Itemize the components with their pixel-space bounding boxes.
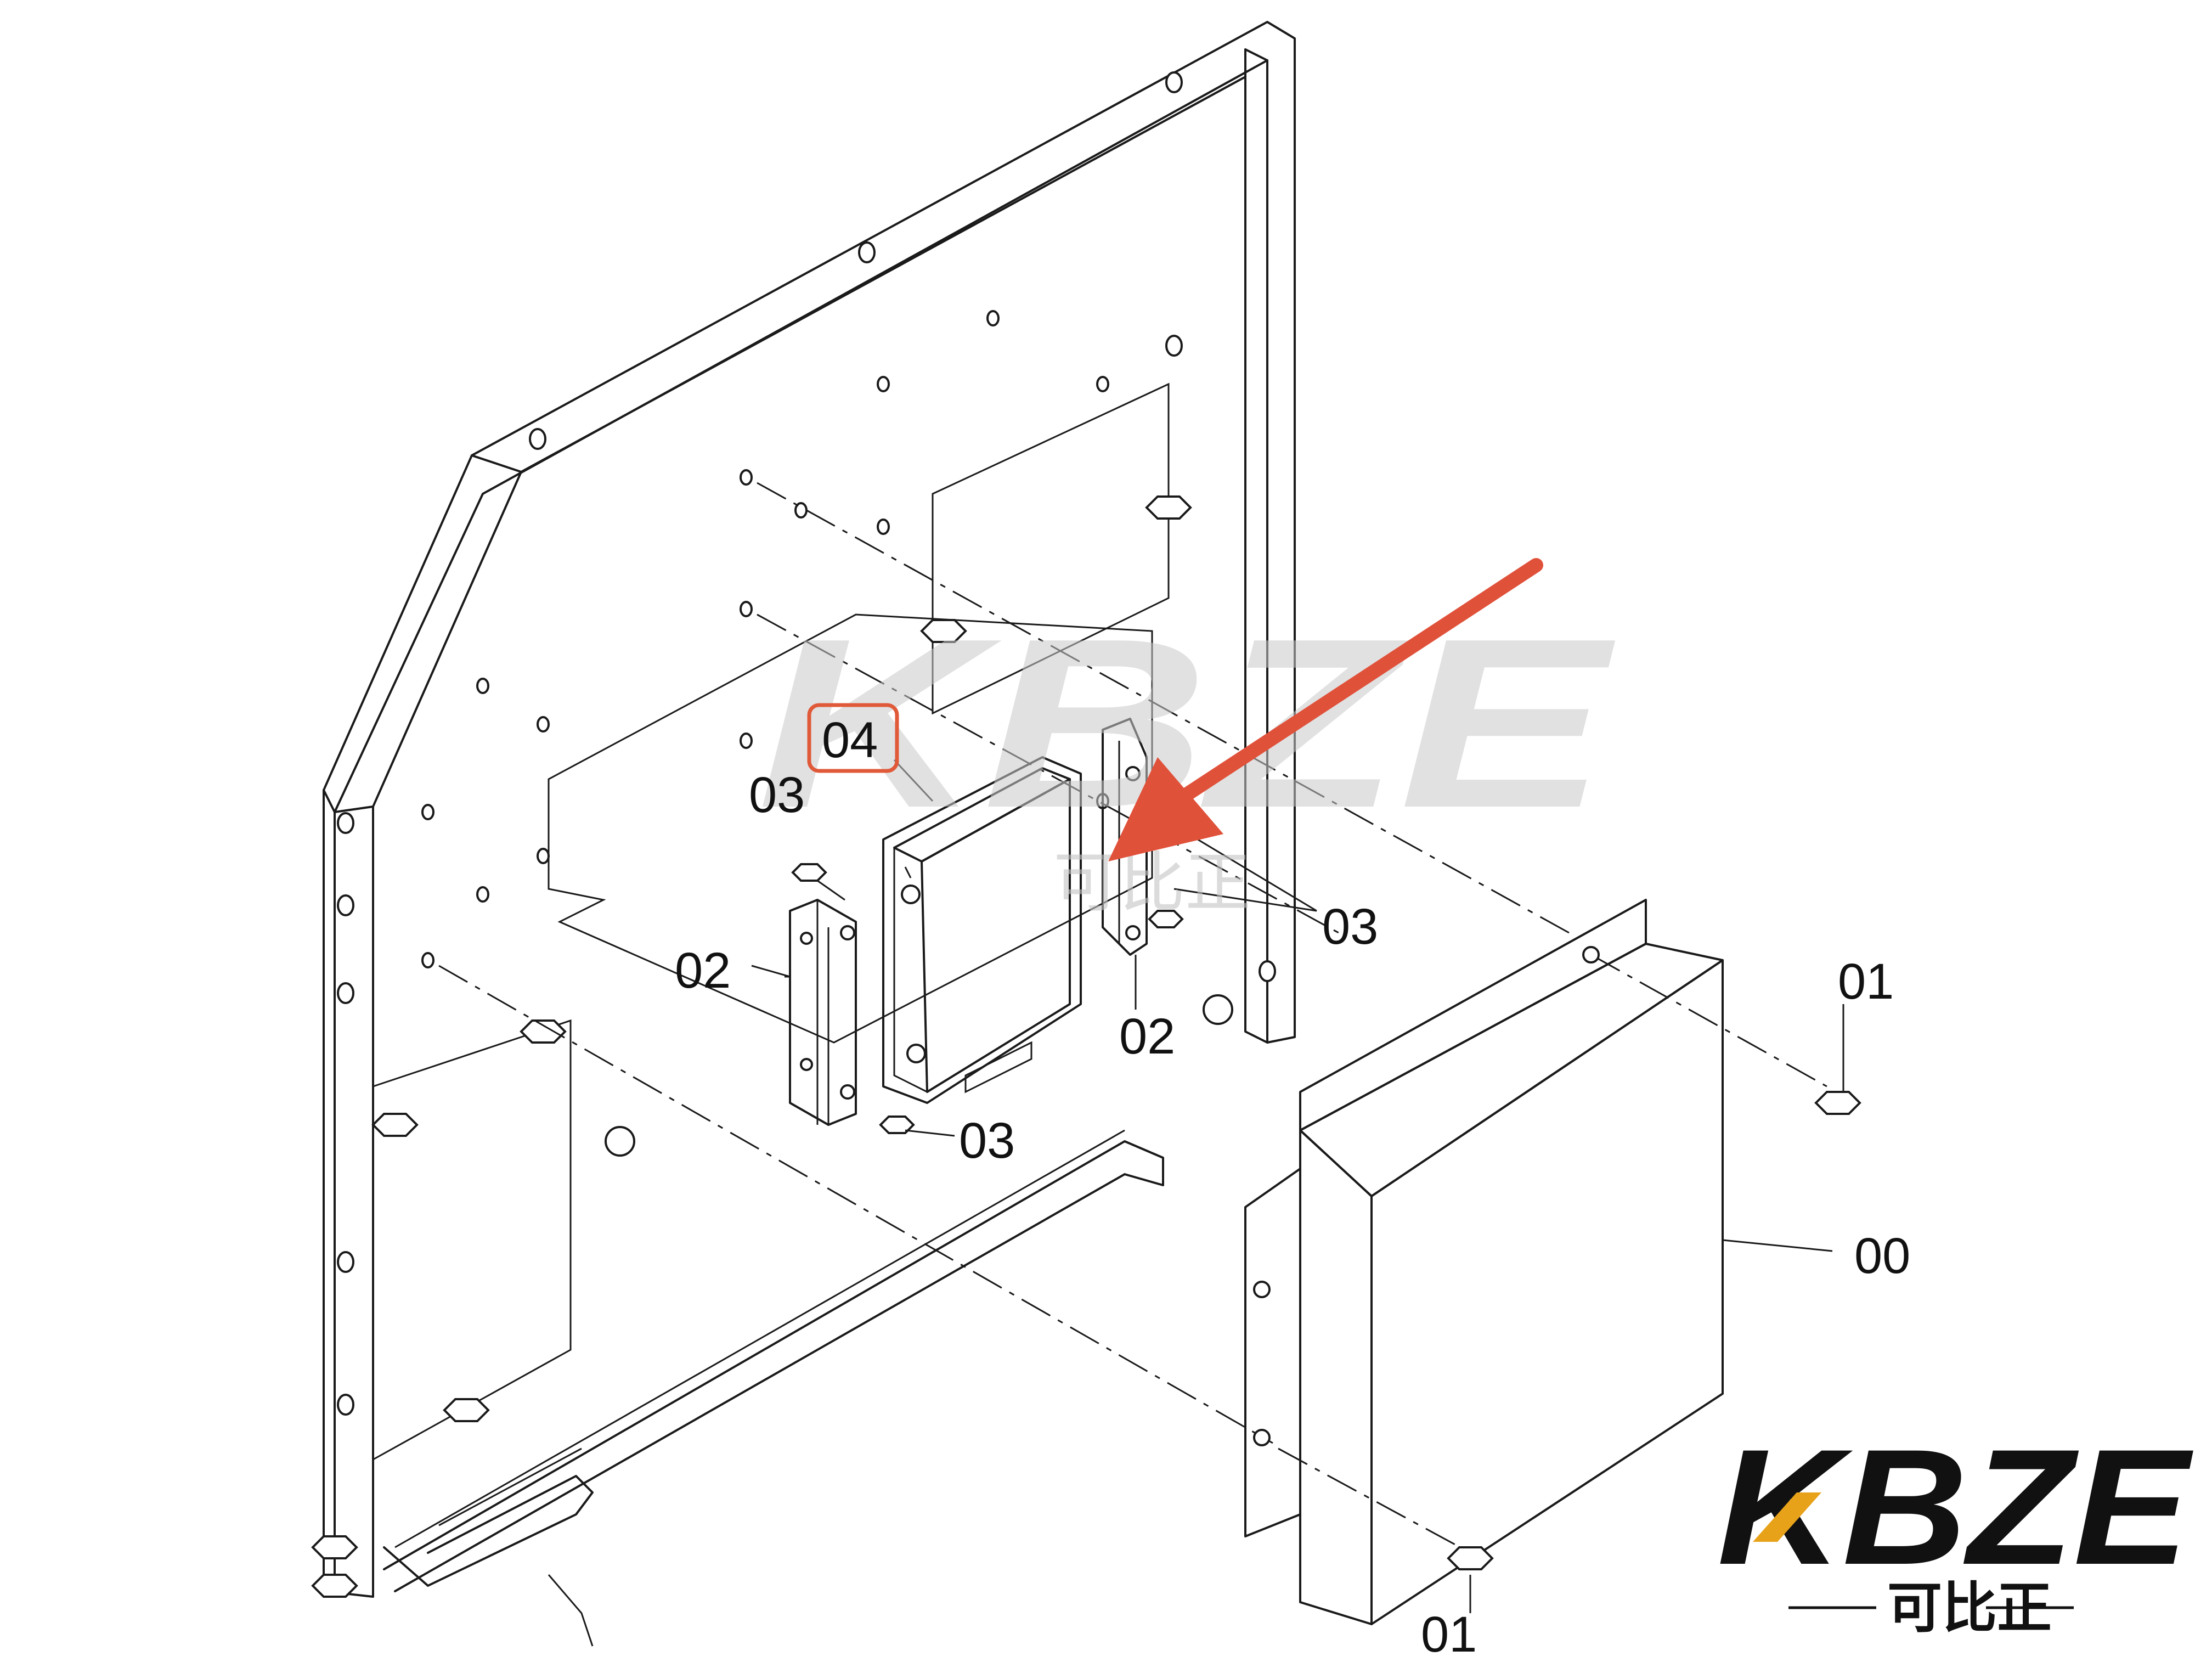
callout-03-lower: 03: [959, 1113, 1015, 1169]
callout-00: 00: [1854, 1228, 1910, 1284]
red-arrow: [1108, 558, 1543, 861]
callout-01-upper: 01: [1838, 954, 1894, 1010]
watermark-subtext: 可比正: [1053, 845, 1251, 921]
alignment-lines: [438, 482, 1827, 1554]
controller-unit: [882, 756, 1082, 1104]
callout-labels: 04 03 03 03 02 02 01 01 00: [675, 703, 1910, 1662]
callout-03-right: 03: [1322, 899, 1378, 955]
cover-bolts: [1447, 1091, 1861, 1570]
bracket-right: [1102, 718, 1148, 956]
callout-01-lower: 01: [1421, 1607, 1477, 1659]
watermark: KBZE 可比正: [757, 589, 1619, 921]
callout-02-left: 02: [675, 943, 731, 999]
frame-bolts: [311, 495, 1233, 1598]
kbze-logo: KBZE 可比正: [1717, 1415, 2195, 1640]
bracket-left: [789, 899, 857, 1126]
cover-box: [1244, 899, 1833, 1625]
callout-03-upper-left: 03: [749, 767, 805, 823]
small-bolts: [791, 863, 1184, 1134]
logo-accent: [1753, 1492, 1821, 1542]
frame-holes: [337, 71, 1276, 1416]
callout-02-right: 02: [1119, 1009, 1175, 1064]
callout-04: 04: [822, 712, 878, 768]
highlight-box: [807, 703, 899, 773]
logo-subtext: 可比正: [1887, 1576, 2052, 1640]
